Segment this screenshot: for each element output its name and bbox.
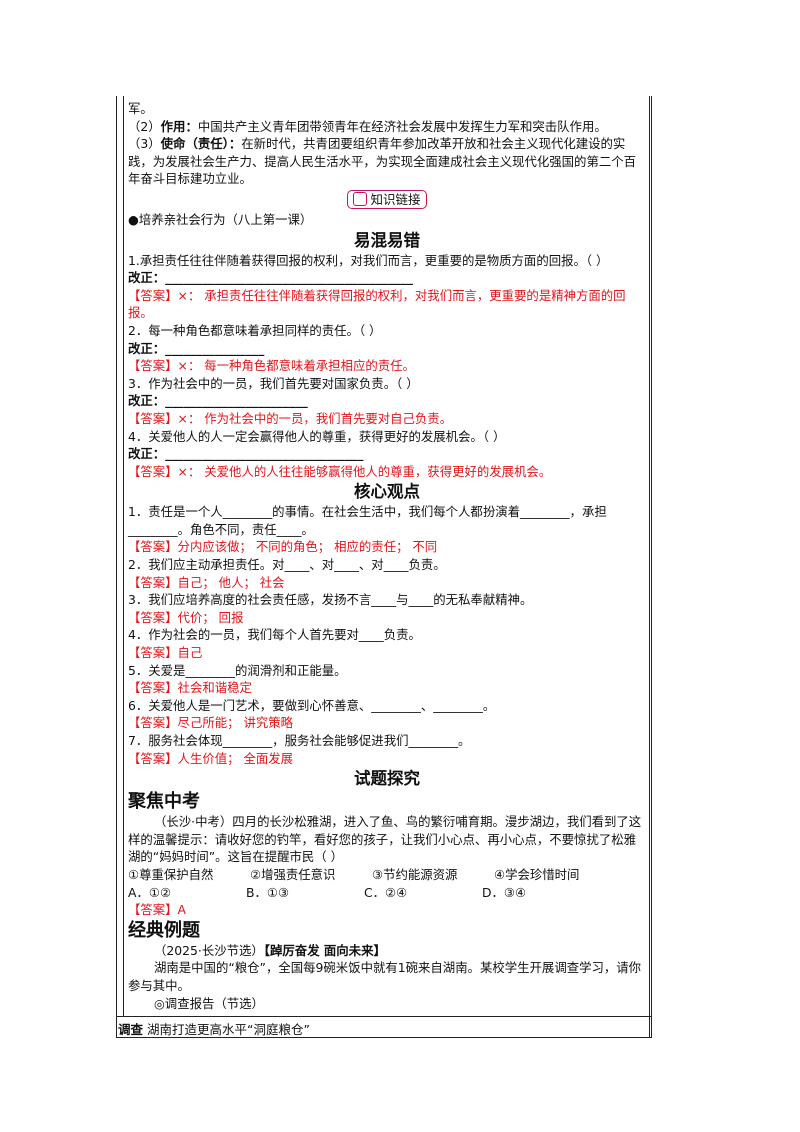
focus-answer: 【答案】A (128, 902, 187, 918)
intro-mission: （3）使命（责任）：在新时代，共青团要组织青年参加改革开放和社会主义现代化建设的… (128, 135, 646, 188)
frame-row-divider (116, 1016, 652, 1017)
classic-source: （2025·长沙节选） (154, 942, 264, 958)
core-answer: 【答案】社会和谐稳定 (128, 680, 252, 696)
intro-continuation: 军。 (128, 101, 153, 116)
core-question: 3．我们应培养高度的社会责任感，发扬不言____与____的无私奉献精神。 (128, 592, 533, 608)
frame-bottom-border (116, 1037, 652, 1038)
statement-item: ②增强责任意识 (250, 866, 336, 882)
confusing-item: 2．每一种角色都意味着承担同样的责任。（ ） 改正：______________… (128, 322, 646, 375)
bottom-row-text: 湖南打造更高水平“洞庭粮仓” (147, 1022, 310, 1037)
confusing-item: 1.承担责任往往伴随着获得回报的权利，对我们而言，更重要的是物质方面的回报。（ … (128, 252, 646, 322)
core-answer: 【答案】代价； 回报 (128, 609, 244, 625)
confusing-question: 4．关爱他人的人一定会赢得他人的尊重，获得更好的发展机会。（ ） (128, 428, 506, 444)
core-item: 5．关爱是________的润滑剂和正能量。【答案】社会和谐稳定 (128, 662, 646, 697)
confusing-fix: 改正：_____________________________________… (128, 270, 413, 286)
option-d: D．③④ (482, 884, 527, 900)
classic-intro: 湖南是中国的“粮仓”，全国每9碗米饭中就有1碗来自湖南。某校学生开展调查学习，请… (128, 960, 642, 993)
confusing-item: 3．作为社会中的一员，我们首先要对国家负责。（ ） 改正：___________… (128, 375, 646, 428)
role-label: 作用： (160, 118, 198, 134)
option-a: A．①② (128, 884, 172, 900)
confusing-question: 2．每一种角色都意味着承担同样的责任。（ ） (128, 322, 382, 338)
core-question: 5．关爱是________的润滑剂和正能量。 (128, 662, 347, 678)
confusing-fix: 改正：________________ (128, 340, 265, 356)
frame-left-border (116, 96, 117, 1038)
mission-label: 使命（责任）： (160, 136, 242, 152)
core-list: 1．责任是一个人________的事情。在社会生活中，我们每个人都扮演着____… (128, 503, 646, 767)
confusing-fix: 改正：________________________________ (128, 446, 364, 462)
core-question: 2．我们应主动承担责任。对____、对____、对____负责。 (128, 557, 446, 573)
statement-item: ①尊重保护自然 (128, 866, 214, 882)
classic-theme: 【踔厉奋发 面向未来】 (263, 942, 386, 958)
option-row: A．①② B．①③ C．②④ D．③④ (128, 884, 646, 902)
classic-report: ◎调查报告（节选） (154, 995, 264, 1011)
explore-title: 试题探究 (354, 769, 420, 789)
confusing-answer: 【答案】×： 作为社会中的一员，我们首先要对自己负责。 (128, 410, 453, 426)
confusing-item: 4．关爱他人的人一定会赢得他人的尊重，获得更好的发展机会。（ ） 改正：____… (128, 428, 646, 481)
core-answer: 【答案】分内应该做； 不同的角色； 相应的责任； 不同 (128, 539, 438, 555)
role-number: （2） (128, 118, 161, 134)
mission-number: （3） (128, 136, 161, 152)
classic-title: 经典例题 (128, 919, 200, 941)
document-content: 军。 （2）作用：中国共产主义青年团带领青年在经济社会发展中发挥生力军和突击队作… (128, 100, 646, 1012)
confusing-answer: 【答案】×： 每一种角色都意味着承担相应的责任。 (128, 358, 415, 374)
core-item: 7．服务社会体现________，服务社会能够促进我们________。【答案】… (128, 732, 646, 767)
option-c: C．②④ (364, 884, 408, 900)
core-item: 4．作为社会的一员，我们每个人首先要对____负责。【答案】自己 (128, 626, 646, 661)
core-item: 3．我们应培养高度的社会责任感，发扬不言____与____的无私奉献精神。【答案… (128, 591, 646, 626)
mission-text: 在新时代，共青团要组织青年参加改革开放和社会主义现代化建设的实践，为发展社会生产… (128, 136, 637, 187)
knowledge-link-label: 知识链接 (370, 191, 421, 207)
frame-inner-right-border (649, 96, 650, 1038)
bottom-row-label: 调查 (118, 1022, 144, 1037)
confusing-answer: 【答案】×： 承担责任往往伴随着获得回报的权利，对我们而言，更重要的是精神方面的… (128, 287, 626, 321)
statement-item: ③节约能源资源 (372, 866, 458, 882)
statement-row: ①尊重保护自然 ②增强责任意识 ③节约能源资源 ④学会珍惜时间 (128, 866, 646, 884)
confusing-list: 1.承担责任往往伴随着获得回报的权利，对我们而言，更重要的是物质方面的回报。（ … (128, 252, 646, 481)
role-text: 中国共产主义青年团带领青年在经济社会发展中发挥生力军和突击队作用。 (197, 118, 607, 134)
core-item: 6．关爱他人是一门艺术，要做到心怀善意、________、________。【答… (128, 697, 646, 732)
focus-title: 聚焦中考 (128, 791, 200, 813)
confusing-answer: 【答案】×： 关爱他人的人往往能够赢得他人的尊重，获得更好的发展机会。 (128, 463, 552, 479)
core-answer: 【答案】尽己所能； 讲究策略 (128, 715, 294, 731)
intro-role: （2）作用：中国共产主义青年团带领青年在经济社会发展中发挥生力军和突击队作用。 (128, 118, 646, 136)
knowledge-link-banner: 知识链接 (128, 189, 646, 209)
core-answer: 【答案】自己 (128, 645, 203, 661)
confusing-fix: 改正：_______________________ (128, 393, 308, 409)
book-icon (353, 192, 368, 207)
core-question: 7．服务社会体现________，服务社会能够促进我们________。 (128, 733, 471, 748)
classic-heading: （2025·长沙节选）【踔厉奋发 面向未来】 (128, 942, 646, 960)
confusing-question: 1.承担责任往往伴随着获得回报的权利，对我们而言，更重要的是物质方面的回报。（ … (128, 252, 609, 268)
core-question: 4．作为社会的一员，我们每个人首先要对____负责。 (128, 627, 421, 643)
option-b: B．①③ (246, 884, 290, 900)
core-item: 1．责任是一个人________的事情。在社会生活中，我们每个人都扮演着____… (128, 503, 646, 556)
core-question: 1．责任是一个人________的事情。在社会生活中，我们每个人都扮演着____… (128, 504, 607, 537)
confusing-title: 易混易错 (354, 230, 420, 250)
core-answer: 【答案】人生价值； 全面发展 (128, 750, 294, 766)
core-question: 6．关爱他人是一门艺术，要做到心怀善意、________、________。 (128, 697, 496, 713)
frame-inner-left-border (123, 96, 124, 1016)
knowledge-link-box: 知识链接 (347, 189, 427, 209)
core-item: 2．我们应主动承担责任。对____、对____、对____负责。【答案】自己； … (128, 556, 646, 591)
core-title: 核心观点 (354, 482, 420, 502)
core-answer: 【答案】自己； 他人； 社会 (128, 574, 285, 590)
statement-item: ④学会珍惜时间 (494, 866, 580, 882)
link-item: ●培养亲社会行为（八上第一课） (128, 211, 313, 227)
confusing-question: 3．作为社会中的一员，我们首先要对国家负责。（ ） (128, 375, 419, 391)
focus-question: （长沙·中考）四月的长沙松雅湖，进入了鱼、鸟的繁衍哺育期。漫步湖边，我们看到了这… (128, 814, 642, 865)
frame-right-border (651, 96, 652, 1038)
